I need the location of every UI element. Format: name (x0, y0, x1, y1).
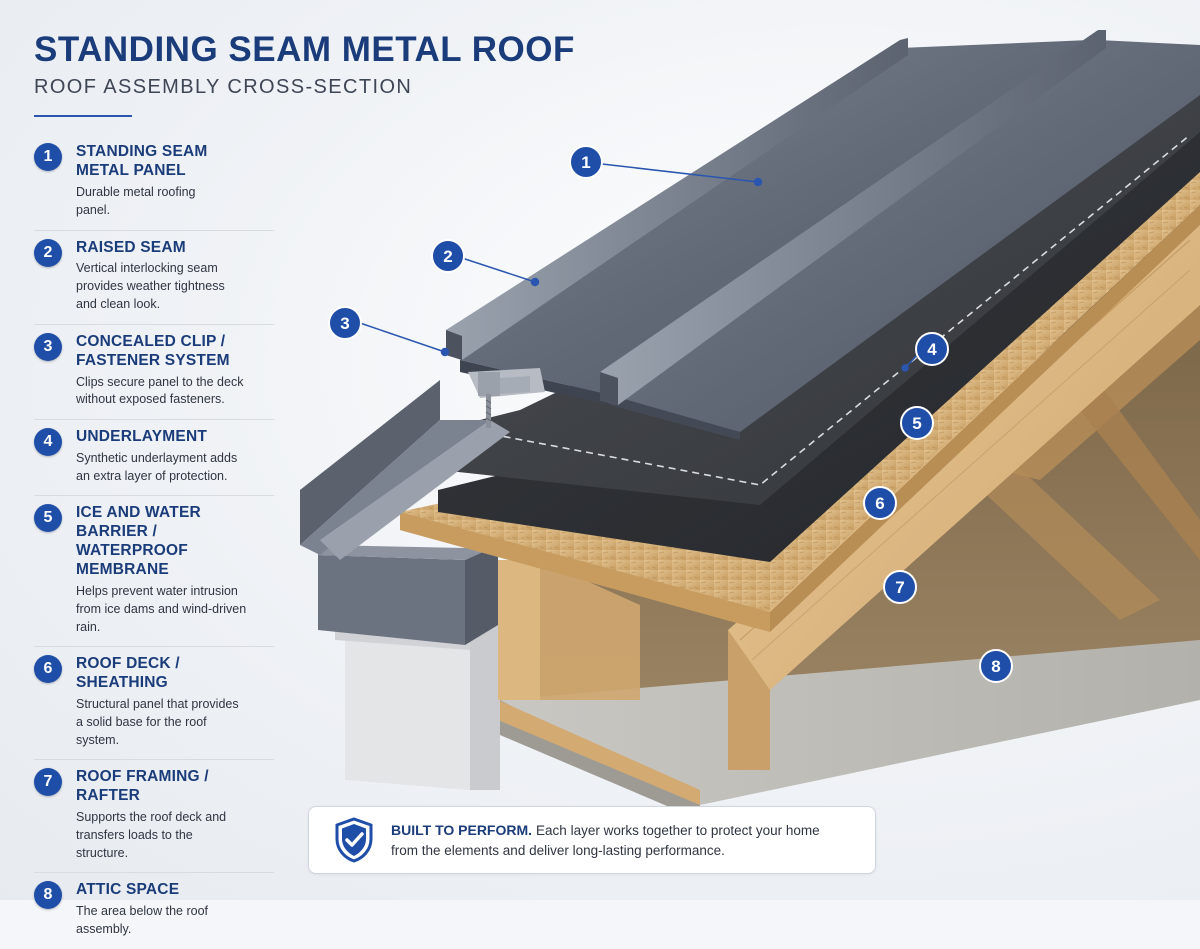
callout-8: 8 (980, 650, 1012, 682)
number-badge: 4 (34, 428, 62, 456)
svg-text:4: 4 (927, 340, 937, 359)
legend-item-standing-seam-metal-panel: 1 STANDING SEAM METAL PANEL Durable meta… (34, 135, 274, 230)
svg-text:6: 6 (875, 494, 884, 513)
svg-text:3: 3 (340, 314, 349, 333)
legend-item-description: Durable metal roofing panel. (76, 184, 274, 220)
legend-item-title: ROOF FRAMING / RAFTER (76, 768, 274, 806)
footer-info-card: BUILT TO PERFORM. Each layer works togeth… (308, 806, 876, 874)
number-badge: 2 (34, 239, 62, 267)
shield-check-icon (329, 815, 379, 865)
title-divider (34, 115, 132, 117)
callout-6: 6 (864, 487, 896, 519)
number-badge: 1 (34, 143, 62, 171)
legend-item-title: RAISED SEAM (76, 239, 274, 258)
legend-item-description: Helps prevent water intrusion from ice d… (76, 583, 274, 636)
footer-text: BUILT TO PERFORM. Each layer works togeth… (391, 820, 838, 860)
roof-cross-section-diagram: 1 2 3 4 5 6 7 8 (290, 0, 1200, 900)
legend-item-raised-seam: 2 RAISED SEAM Vertical interlocking seam… (34, 231, 274, 325)
legend-item-roof-deck: 6 ROOF DECK / SHEATHING Structural panel… (34, 647, 274, 760)
svg-text:1: 1 (581, 153, 590, 172)
number-badge: 8 (34, 881, 62, 909)
callout-7: 7 (884, 571, 916, 603)
legend-item-title: CONCEALED CLIP / FASTENER SYSTEM (76, 333, 274, 371)
legend-item-title: ICE AND WATER BARRIER / WATERPROOF MEMBR… (76, 504, 274, 580)
number-badge: 5 (34, 504, 62, 532)
legend-item-description: Clips secure panel to the deck without e… (76, 374, 274, 410)
callout-5: 5 (901, 407, 933, 439)
legend-item-description: Supports the roof deck and transfers loa… (76, 809, 274, 862)
legend-item-roof-framing: 7 ROOF FRAMING / RAFTER Supports the roo… (34, 760, 274, 873)
callout-3: 3 (329, 307, 361, 339)
legend-item-title: ATTIC SPACE (76, 881, 274, 900)
svg-text:2: 2 (443, 247, 452, 266)
legend-item-title: UNDERLAYMENT (76, 428, 274, 447)
legend-item-title: STANDING SEAM METAL PANEL (76, 143, 274, 181)
legend-item-description: Synthetic underlayment adds an extra lay… (76, 450, 274, 486)
legend-item-underlayment: 4 UNDERLAYMENT Synthetic underlayment ad… (34, 420, 274, 496)
page-title: STANDING SEAM METAL ROOF (34, 30, 274, 70)
legend-item-description: Structural panel that provides a solid b… (76, 696, 274, 749)
legend-item-description: The area below the roof assembly. (76, 903, 274, 939)
number-badge: 7 (34, 768, 62, 796)
svg-text:5: 5 (912, 414, 921, 433)
page-subtitle: ROOF ASSEMBLY CROSS-SECTION (34, 76, 274, 99)
legend-item-ice-water-barrier: 5 ICE AND WATER BARRIER / WATERPROOF MEM… (34, 496, 274, 647)
callout-1: 1 (570, 146, 602, 178)
legend-item-description: Vertical interlocking seam provides weat… (76, 260, 274, 313)
footer-line-2: from the elements and deliver long-lasti… (391, 841, 820, 861)
number-badge: 6 (34, 655, 62, 683)
legend-panel: STANDING SEAM METAL ROOF ROOF ASSEMBLY C… (34, 30, 274, 949)
callout-2: 2 (432, 240, 464, 272)
legend-item-attic-space: 8 ATTIC SPACE The area below the roof as… (34, 873, 274, 948)
legend-item-concealed-clip: 3 CONCEALED CLIP / FASTENER SYSTEM Clips… (34, 325, 274, 420)
legend-item-title: ROOF DECK / SHEATHING (76, 655, 274, 693)
callout-4: 4 (916, 333, 948, 365)
number-badge: 3 (34, 333, 62, 361)
footer-headline: BUILT TO PERFORM. (391, 822, 532, 838)
svg-text:7: 7 (895, 578, 904, 597)
svg-text:8: 8 (991, 657, 1000, 676)
footer-line-1: Each layer works together to protect you… (536, 823, 820, 838)
component-legend: 1 STANDING SEAM METAL PANEL Durable meta… (34, 135, 274, 949)
